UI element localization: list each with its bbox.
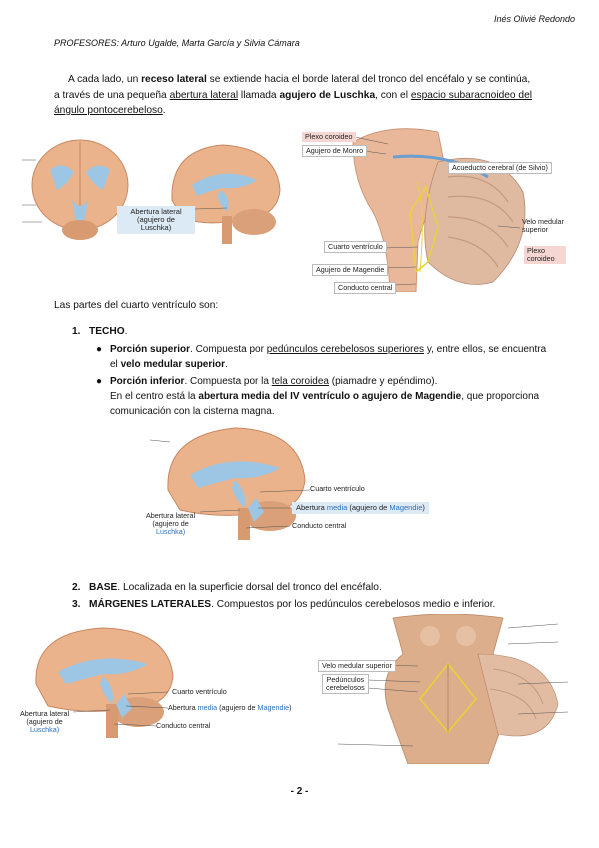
dorsal-brainstem-illustration xyxy=(317,613,569,765)
figure-brain-apertures-bottom: Cuarto ventrículo Abertura media (agujer… xyxy=(18,624,318,749)
bullet-dot: ● xyxy=(96,376,103,387)
label-silvio: Acueducto cerebral (de Silvio) xyxy=(448,162,552,174)
label-cuarto: Cuarto ventrículo xyxy=(324,241,387,253)
brain-illustration-4 xyxy=(35,627,174,738)
intro-paragraph: A cada lado, un receso lateral se extien… xyxy=(54,74,533,116)
bullet-porcion-superior: ● Porción superior. Compuesta por pedúnc… xyxy=(96,344,547,370)
header-author: Inés Olivié Redondo xyxy=(493,14,575,24)
header-professors: PROFESORES: Arturo Ugalde, Marta García … xyxy=(54,38,300,48)
figure-sagittal-section: Plexo coroideo Agujero de Monro Acueduct… xyxy=(298,122,566,294)
label-conducto-4: Conducto central xyxy=(156,721,211,730)
label-conducto: Conducto central xyxy=(334,282,397,294)
label-media-4: Abertura media (agujero de Magendie) xyxy=(168,703,292,712)
label-monro: Agujero de Monro xyxy=(302,145,368,157)
bullet-dot: ● xyxy=(96,344,103,355)
brain-illustration-3 xyxy=(149,427,311,540)
item-margenes: 3. MÁRGENES LATERALES. Compuestos por lo… xyxy=(72,599,496,610)
label-lateral-aperture: Abertura lateral(agujero de Luschka) xyxy=(117,206,195,234)
label-media-3: Abertura media (agujero de Magendie) xyxy=(292,502,429,514)
label-velo-medular: Velo medular superior xyxy=(522,217,564,234)
page-number: - 2 - xyxy=(290,786,309,797)
item-base: 2. BASE. Localizada en la superficie dor… xyxy=(72,582,382,593)
parts-intro: Las partes del cuarto ventrículo son: xyxy=(54,300,219,311)
bullet-porcion-inferior: ● Porción inferior. Compuesta por la tel… xyxy=(96,376,540,417)
brain-illustration-1 xyxy=(22,139,281,244)
figure-brain-median-aperture: Cuarto ventrículo Abertura media (agujer… xyxy=(140,420,470,545)
label-cuarto-3: Cuarto ventrículo xyxy=(310,484,365,493)
label-plexo-bottom: Plexo coroideo xyxy=(524,246,566,264)
label-plexo-top: Plexo coroideo xyxy=(302,132,356,142)
label-magendie: Agujero de Magendie xyxy=(312,264,389,276)
label-cuarto-4: Cuarto ventrículo xyxy=(172,687,227,696)
figure-brain-lateral-aperture: Abertura lateral(agujero de Luschka) xyxy=(22,130,302,260)
sagittal-illustration xyxy=(349,128,526,293)
label-conducto-3: Conducto central xyxy=(292,521,347,530)
item-techo: 1. TECHO. xyxy=(72,326,128,337)
label-velo-medular-5: Velo medular superior xyxy=(318,660,396,672)
